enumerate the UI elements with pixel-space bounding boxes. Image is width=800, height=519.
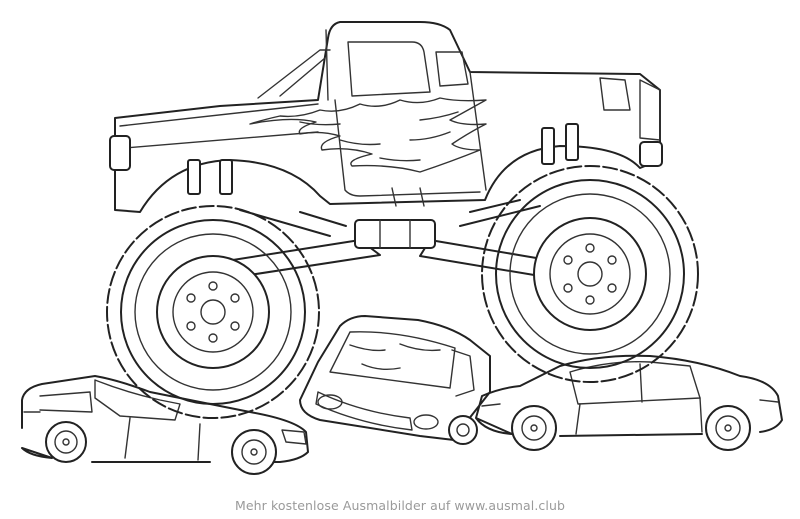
left-car: [22, 376, 308, 474]
front-shocks: [188, 124, 578, 194]
footer-credit: Mehr kostenlose Ausmalbilder auf www.aus…: [234, 498, 566, 513]
truck-suspension: [220, 200, 560, 278]
truck-tire-right: [482, 166, 698, 382]
flame-decal: [250, 98, 486, 172]
left-wheel-bolts: [187, 282, 239, 342]
monster-truck: [107, 22, 698, 418]
truck-tire-left: [107, 206, 319, 418]
center-car: [300, 316, 490, 444]
right-wheel-bolts: [564, 244, 616, 304]
right-car: [476, 356, 782, 450]
